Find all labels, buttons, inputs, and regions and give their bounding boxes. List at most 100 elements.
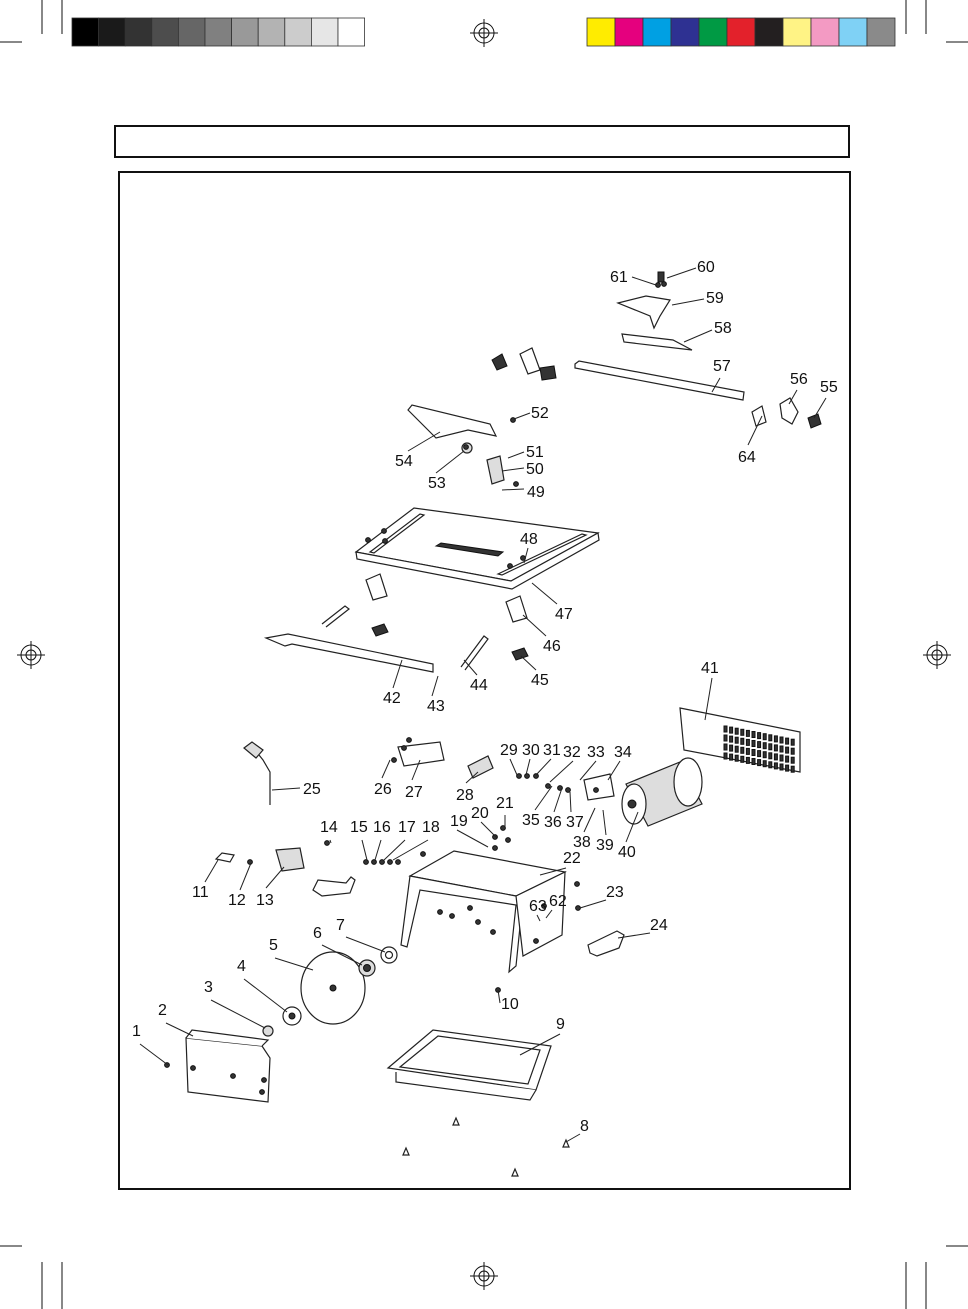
grille-slot xyxy=(752,750,755,756)
part-label-29: 29 xyxy=(500,742,518,759)
screw xyxy=(396,860,401,865)
part-label-34: 34 xyxy=(614,744,632,761)
grille-slot xyxy=(741,738,744,744)
grille-slot xyxy=(735,755,738,761)
screw xyxy=(493,846,498,851)
part-label-45: 45 xyxy=(531,672,549,689)
part-label-28: 28 xyxy=(456,787,474,804)
part-label-31: 31 xyxy=(543,742,561,759)
grille-slot xyxy=(769,762,772,768)
screw xyxy=(468,906,473,911)
grille-slot xyxy=(741,747,744,753)
grille-slot xyxy=(786,765,789,771)
gray-swatch xyxy=(285,18,312,46)
blade-guard xyxy=(186,1038,270,1102)
part-label-21: 21 xyxy=(496,795,514,812)
part-label-38: 38 xyxy=(573,834,591,851)
grille-slot xyxy=(741,756,744,762)
grille-slot xyxy=(786,747,789,753)
grille-slot xyxy=(769,753,772,759)
screw xyxy=(366,538,371,543)
grille-slot xyxy=(774,745,777,751)
grille-slot xyxy=(758,751,761,757)
part-label-10: 10 xyxy=(501,996,519,1013)
part-label-20: 20 xyxy=(471,805,489,822)
part-label-8: 8 xyxy=(580,1118,589,1135)
registration-target-icon xyxy=(923,641,951,669)
gray-swatch xyxy=(99,18,126,46)
inner-flange-center xyxy=(364,965,371,972)
gray-swatch xyxy=(258,18,285,46)
part-label-43: 43 xyxy=(427,698,445,715)
part-label-33: 33 xyxy=(587,744,605,761)
grille-slot xyxy=(769,744,772,750)
screw xyxy=(325,841,330,846)
part-label-5: 5 xyxy=(269,937,278,954)
part-label-44: 44 xyxy=(470,677,488,694)
part-label-50: 50 xyxy=(526,461,544,478)
screw xyxy=(262,1078,267,1083)
grille-slot xyxy=(791,757,794,763)
registration-target-icon xyxy=(470,1262,498,1290)
motor-shaft xyxy=(628,800,636,808)
part-label-54: 54 xyxy=(395,453,413,470)
color-swatch xyxy=(783,18,811,46)
motor-endcap xyxy=(674,758,702,806)
screw xyxy=(546,784,551,789)
registration-target-icon xyxy=(470,19,498,47)
grille-slot xyxy=(763,743,766,749)
color-swatch xyxy=(643,18,671,46)
grille-slot xyxy=(730,754,733,760)
grille-slot xyxy=(769,735,772,741)
part-label-59: 59 xyxy=(706,290,724,307)
part-label-42: 42 xyxy=(383,690,401,707)
part-label-16: 16 xyxy=(373,819,391,836)
screw xyxy=(260,1090,265,1095)
screw xyxy=(491,930,496,935)
screw xyxy=(576,906,581,911)
grille-slot xyxy=(724,735,727,741)
part-label-23: 23 xyxy=(606,884,624,901)
grille-slot xyxy=(735,737,738,743)
mitre-knob xyxy=(658,272,664,282)
color-swatch xyxy=(699,18,727,46)
part-label-63: 63 xyxy=(529,898,547,915)
part-label-13: 13 xyxy=(256,892,274,909)
grille-slot xyxy=(791,739,794,745)
screw xyxy=(421,852,426,857)
part-label-61: 61 xyxy=(610,269,628,286)
screw xyxy=(438,910,443,915)
part-label-2: 2 xyxy=(158,1002,167,1019)
screw xyxy=(382,529,387,534)
fence-clamp-front-knob2 xyxy=(540,366,556,380)
part-label-4: 4 xyxy=(237,958,246,975)
color-swatch xyxy=(755,18,783,46)
grille-slot xyxy=(791,748,794,754)
part-label-55: 55 xyxy=(820,379,838,396)
screw xyxy=(364,860,369,865)
part-label-27: 27 xyxy=(405,784,423,801)
part-label-60: 60 xyxy=(697,259,715,276)
title-bar xyxy=(115,126,849,157)
screw xyxy=(534,939,539,944)
grille-slot xyxy=(746,748,749,754)
part-label-53: 53 xyxy=(428,475,446,492)
color-swatch xyxy=(811,18,839,46)
part-label-47: 47 xyxy=(555,606,573,623)
part-label-30: 30 xyxy=(522,742,540,759)
part-label-6: 6 xyxy=(313,925,322,942)
part-label-57: 57 xyxy=(713,358,731,375)
grille-slot xyxy=(730,727,733,733)
part-label-52: 52 xyxy=(531,405,549,422)
grille-slot xyxy=(786,738,789,744)
screw xyxy=(506,838,511,843)
grille-slot xyxy=(752,741,755,747)
grille-slot xyxy=(780,746,783,752)
grille-slot xyxy=(741,729,744,735)
color-swatch xyxy=(671,18,699,46)
part-label-9: 9 xyxy=(556,1016,565,1033)
screw xyxy=(517,774,522,779)
part-label-49: 49 xyxy=(527,484,545,501)
